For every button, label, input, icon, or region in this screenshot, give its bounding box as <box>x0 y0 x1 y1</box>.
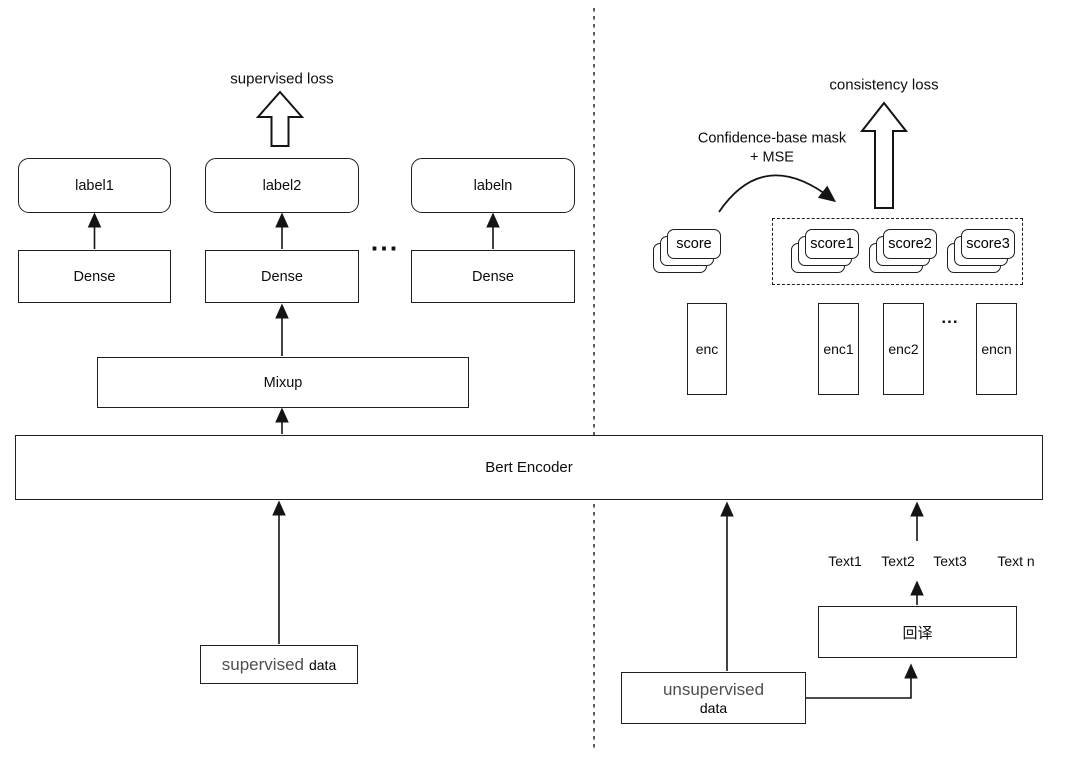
score-text: score <box>676 236 712 252</box>
unsupervised-data-suffix: data <box>699 699 728 716</box>
enc-box: enc <box>687 303 727 395</box>
score1-stack-card-front: score1 <box>805 229 859 259</box>
labeln-text: labeln <box>473 177 513 194</box>
encn-box: encn <box>976 303 1017 395</box>
score3-text: score3 <box>966 236 1010 252</box>
dense3-text: Dense <box>472 268 514 285</box>
back-translation-text: 回译 <box>902 624 933 642</box>
score2-stack: score2 <box>869 229 937 273</box>
text2-label: Text2 <box>881 553 915 569</box>
supervised-data-suffix: data <box>308 656 337 673</box>
right-ellipsis: ... <box>941 308 959 327</box>
dense3-box: Dense <box>411 250 575 303</box>
mixup-box: Mixup <box>97 357 469 408</box>
label2-text: label2 <box>262 177 302 194</box>
mixup-text: Mixup <box>263 374 303 391</box>
consistency-loss-block-arrow-icon <box>859 101 909 209</box>
label1-box: label1 <box>18 158 171 213</box>
score2-text: score2 <box>888 236 932 252</box>
arrow-unsupervised-data-to-backtranslation <box>806 663 918 699</box>
masked-scores-dashed-box <box>772 218 1023 285</box>
left-ellipsis: ... <box>370 226 400 257</box>
score-stack-card-front: score <box>667 229 721 259</box>
score3-stack-card-front: score3 <box>961 229 1015 259</box>
unsupervised-data-text: unsupervised <box>662 679 765 699</box>
bert-encoder-text: Bert Encoder <box>485 459 573 476</box>
dense1-text: Dense <box>73 268 116 285</box>
unsupervised-data-box: unsupervised data <box>621 672 806 724</box>
enc1-text: enc1 <box>823 341 854 357</box>
consistency-loss-label: consistency loss <box>829 76 939 94</box>
score1-text: score1 <box>810 236 854 252</box>
labeln-box: labeln <box>411 158 575 213</box>
supervised-loss-label: supervised loss <box>230 70 334 88</box>
dense2-box: Dense <box>205 250 359 303</box>
enc1-box: enc1 <box>818 303 859 395</box>
dense1-box: Dense <box>18 250 171 303</box>
encn-text: encn <box>981 341 1012 357</box>
text1-label: Text1 <box>828 553 862 569</box>
score3-stack: score3 <box>947 229 1015 273</box>
label2-box: label2 <box>205 158 359 213</box>
score1-stack: score1 <box>791 229 859 273</box>
confidence-mask-note-line2: + MSE <box>750 149 794 165</box>
arrow-score-to-masked-scores <box>718 174 837 213</box>
bert-encoder-box: Bert Encoder <box>15 435 1043 500</box>
label1-text: label1 <box>75 177 114 194</box>
confidence-mask-note-line1: Confidence-base mask <box>697 130 847 147</box>
enc2-box: enc2 <box>883 303 924 395</box>
enc-text: enc <box>695 341 719 357</box>
supervised-loss-block-arrow-icon <box>255 90 305 147</box>
text3-label: Text3 <box>933 553 967 569</box>
back-translation-box: 回译 <box>818 606 1017 658</box>
textn-label: Text n <box>997 553 1035 569</box>
dense2-text: Dense <box>261 268 303 285</box>
confidence-mask-note: Confidence-base mask + MSE <box>698 130 846 167</box>
score-stack: score <box>653 229 721 273</box>
score2-stack-card-front: score2 <box>883 229 937 259</box>
supervised-data-text: supervised <box>221 654 304 674</box>
enc2-text: enc2 <box>888 341 919 357</box>
supervised-data-box: supervised data <box>200 645 358 684</box>
